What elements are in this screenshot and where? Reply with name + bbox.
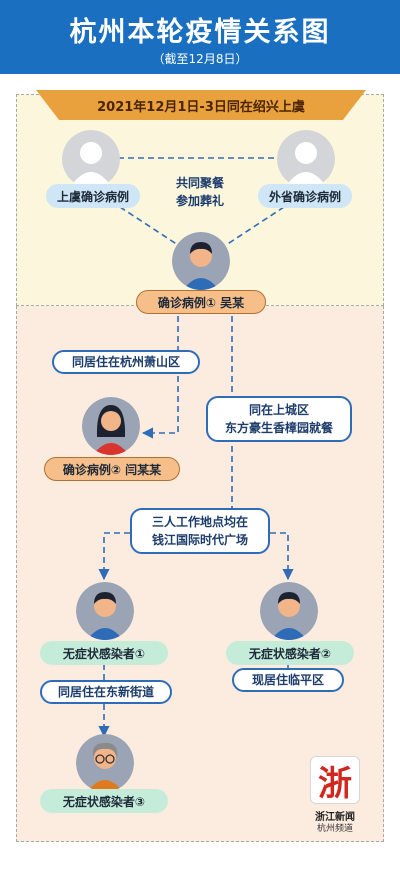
zhe-logo-mark: 浙 — [310, 756, 360, 804]
logo-name: 浙江新闻 — [315, 812, 355, 823]
logo-channel: 杭州频道 — [316, 824, 353, 834]
link-office-asym2 — [270, 532, 294, 581]
asym3-node: 无症状感染者③ — [40, 789, 168, 813]
hangzhou-section — [16, 306, 384, 842]
linping-label: 现居住临平区 — [232, 668, 344, 692]
case2-avatar — [82, 397, 140, 455]
unknown-person-avatar-right — [277, 130, 335, 188]
zjnews-logo: 浙 浙江新闻 杭州频道 — [306, 756, 364, 836]
dining-label: 同在上城区 东方豪生香樟园就餐 — [206, 396, 352, 442]
outside-case-node: 外省确诊病例 — [258, 184, 352, 208]
link-shangyu-case1 — [119, 206, 179, 246]
asym1-node: 无症状感染者① — [40, 641, 168, 665]
dongxin-label: 同居住在东新街道 — [40, 680, 172, 704]
link-case1-case2 — [141, 316, 179, 439]
xiaoshan-label: 同居住在杭州萧山区 — [52, 350, 200, 374]
unknown-person-avatar-left — [62, 130, 120, 188]
gathering-label: 共同聚餐 参加葬礼 — [175, 176, 224, 208]
header: 杭州本轮疫情关系图 （截至12月8日） — [0, 0, 400, 74]
office-label: 三人工作地点均在 钱江国际时代广场 — [130, 508, 270, 554]
link-office-asym1 — [98, 532, 130, 581]
page-subtitle: （截至12月8日） — [152, 52, 248, 66]
asym2-avatar — [260, 582, 318, 640]
shangyu-case-node: 上虞确诊病例 — [46, 184, 140, 208]
case2-node: 确诊病例② 闫某某 — [44, 457, 180, 481]
asym1-avatar — [76, 582, 134, 640]
date-banner-text: 2021年12月1日-3日同在绍兴上虞 — [97, 100, 305, 115]
asym2-node: 无症状感染者② — [226, 641, 354, 665]
date-banner — [36, 90, 366, 120]
asym3-avatar — [76, 734, 134, 792]
link-outside-case1 — [225, 206, 285, 246]
case1-node: 确诊病例① 吴某 — [136, 290, 266, 314]
page-title: 杭州本轮疫情关系图 — [69, 17, 331, 48]
case1-avatar — [172, 232, 230, 290]
